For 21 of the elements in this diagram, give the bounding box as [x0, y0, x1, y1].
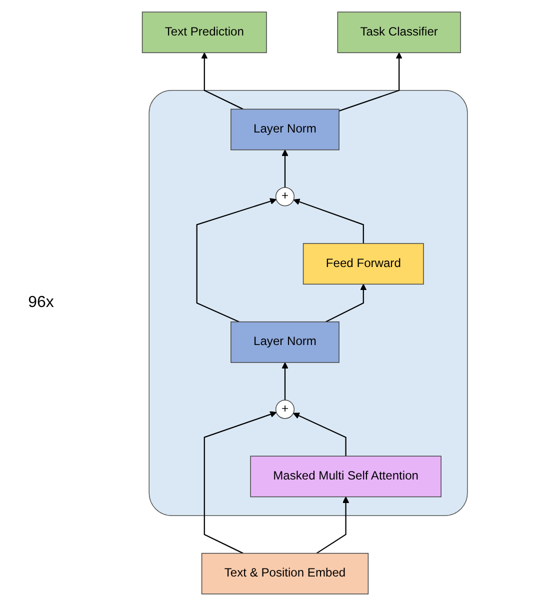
node-box: Masked Multi Self Attention	[250, 456, 442, 498]
arrow	[281, 362, 288, 400]
arrow	[200, 52, 244, 110]
arrow	[325, 284, 366, 322]
arrow	[292, 198, 364, 244]
arrow	[281, 150, 288, 188]
cluster	[148, 90, 468, 516]
arrow	[203, 411, 276, 554]
node-circle: +	[275, 187, 294, 206]
node-box: Layer Norm	[230, 321, 340, 363]
repeat-count: 96x	[28, 294, 54, 312]
arrow	[338, 52, 402, 112]
arrow	[292, 412, 346, 456]
node-box: Text & Position Embed	[201, 552, 368, 594]
node-box: Layer Norm	[230, 108, 340, 150]
node-box: Text Prediction	[142, 12, 267, 54]
node-box: Task Classifier	[336, 12, 461, 54]
node-circle: +	[275, 400, 294, 419]
arrow	[316, 496, 349, 554]
arrow	[196, 198, 276, 322]
node-box: Feed Forward	[302, 243, 424, 285]
